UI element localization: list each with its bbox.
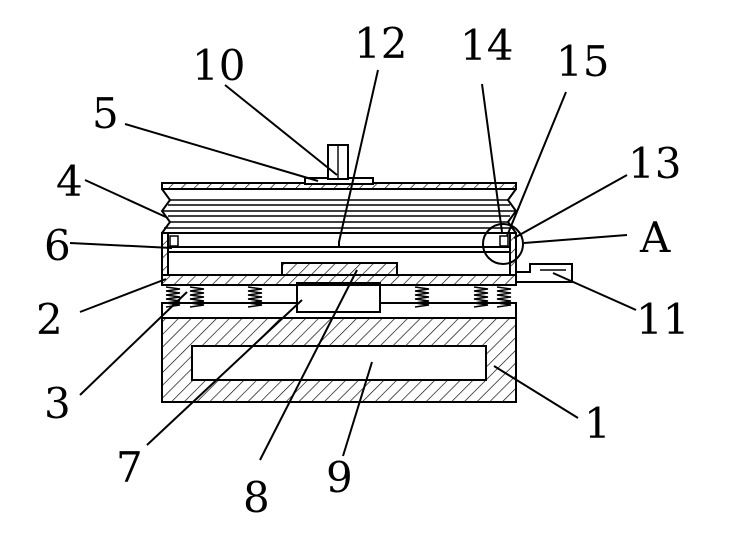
base-cavity bbox=[191, 345, 487, 381]
callout-15: 15 bbox=[556, 37, 609, 86]
chamber-walls bbox=[161, 232, 517, 276]
corner-latches bbox=[169, 235, 509, 247]
callout-14: 14 bbox=[460, 21, 513, 70]
callout-13: 13 bbox=[628, 139, 681, 188]
callout-6: 6 bbox=[44, 221, 71, 270]
callout-3: 3 bbox=[44, 379, 71, 428]
callout-a: A bbox=[639, 213, 671, 262]
detail-circle-a bbox=[482, 223, 524, 265]
leader-lines bbox=[69, 69, 637, 461]
callout-12: 12 bbox=[354, 19, 407, 68]
callout-5: 5 bbox=[92, 89, 119, 138]
callout-2: 2 bbox=[36, 295, 63, 344]
callout-10: 10 bbox=[192, 41, 245, 90]
bellows bbox=[160, 182, 518, 234]
spring-6 bbox=[496, 286, 512, 308]
callout-1: 1 bbox=[584, 399, 611, 448]
callout-8: 8 bbox=[243, 473, 270, 522]
callout-11: 11 bbox=[636, 295, 689, 344]
callout-7: 7 bbox=[116, 443, 143, 492]
spring-3 bbox=[247, 286, 263, 308]
spring-group bbox=[165, 286, 512, 308]
spring-5 bbox=[473, 286, 489, 308]
outlet-pipe bbox=[516, 263, 573, 283]
spring-4 bbox=[414, 286, 430, 308]
callout-9: 9 bbox=[326, 453, 353, 502]
spring-2 bbox=[189, 286, 205, 308]
hatched-pad bbox=[281, 262, 398, 276]
spring-1 bbox=[165, 286, 181, 308]
hatched-plate bbox=[161, 274, 517, 286]
callout-4: 4 bbox=[56, 157, 83, 206]
